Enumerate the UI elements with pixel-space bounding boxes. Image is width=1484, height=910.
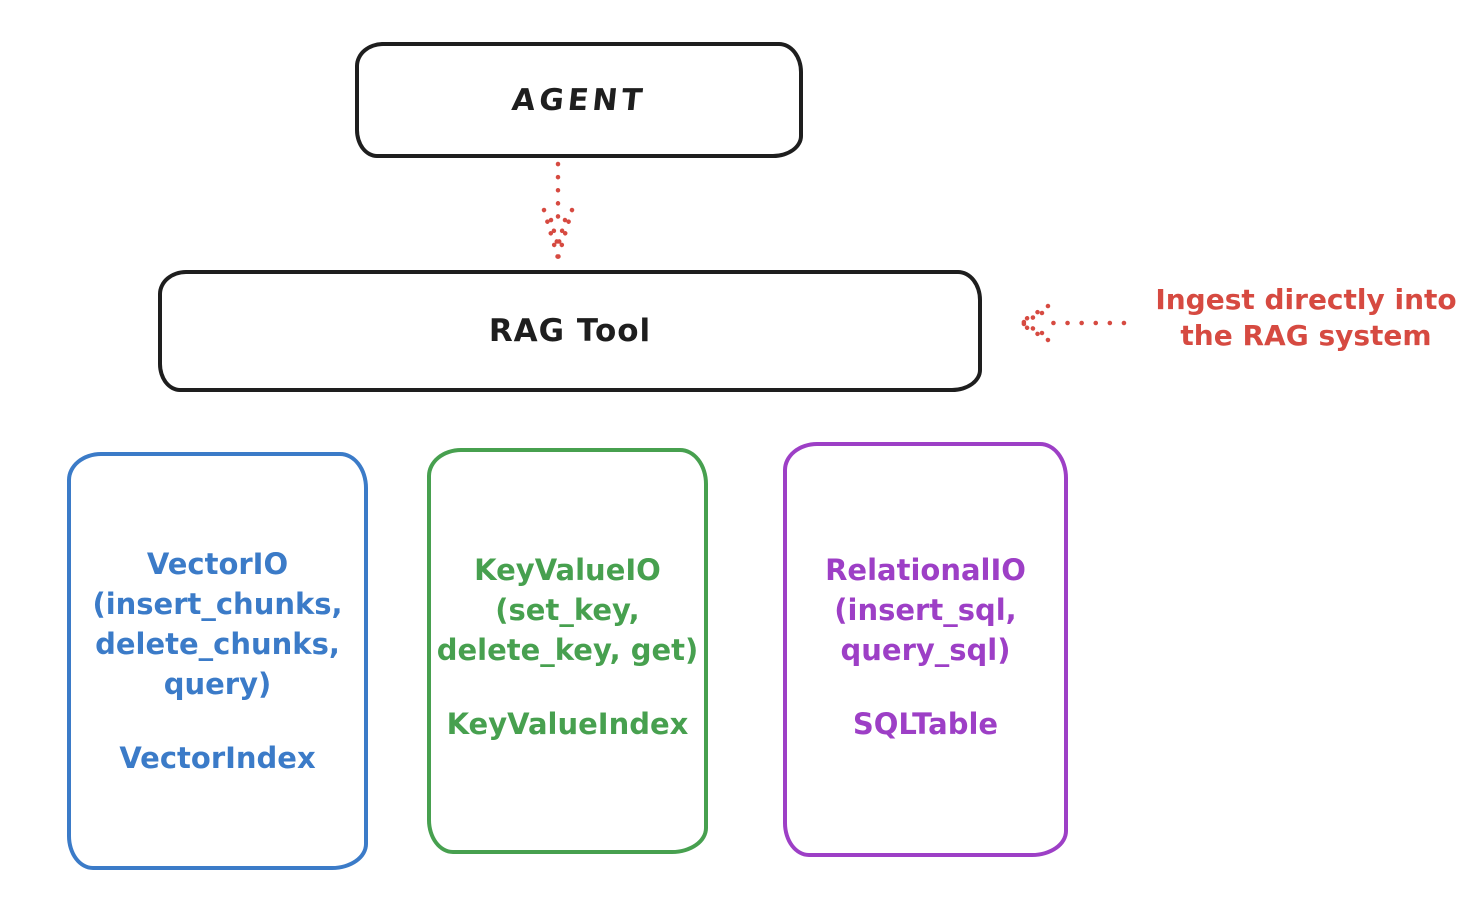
relational-io-box: RelationalIO (insert_sql, query_sql) SQL… (783, 442, 1068, 857)
ingest-arrow-icon (1016, 303, 1127, 343)
relational-io-method-line: query_sql) (840, 633, 1011, 667)
vector-io-method-line: (insert_chunks, (92, 587, 343, 621)
vector-io-box: VectorIO (insert_chunks, delete_chunks, … (67, 452, 368, 870)
agent-box: AGENT (355, 42, 803, 158)
ingest-annotation: Ingest directly into the RAG system (1138, 282, 1474, 354)
agent-label: AGENT (510, 82, 648, 118)
keyvalue-io-method-line: (set_key, (495, 593, 640, 627)
rag-tool-box: RAG Tool (158, 270, 982, 392)
agent-to-ragtool-arrow-icon (541, 161, 575, 261)
keyvalue-index-label: KeyValueIndex (446, 707, 689, 741)
vector-io-method-line: delete_chunks, (95, 627, 340, 661)
vector-index-label: VectorIndex (119, 741, 316, 775)
relational-io-method-line: (insert_sql, (834, 593, 1017, 627)
vector-io-method-line: query) (163, 667, 272, 701)
ingest-annotation-line1: Ingest directly into (1155, 283, 1457, 316)
vector-io-title: VectorIO (146, 547, 289, 581)
keyvalue-io-box: KeyValueIO (set_key, delete_key, get) Ke… (427, 448, 708, 854)
keyvalue-io-title: KeyValueIO (474, 553, 661, 587)
ingest-annotation-line2: the RAG system (1180, 319, 1432, 352)
keyvalue-io-method-line: delete_key, get) (436, 633, 699, 667)
rag-tool-label: RAG Tool (488, 313, 652, 349)
relational-io-title: RelationalIO (825, 553, 1026, 587)
sql-table-label: SQLTable (852, 707, 999, 741)
